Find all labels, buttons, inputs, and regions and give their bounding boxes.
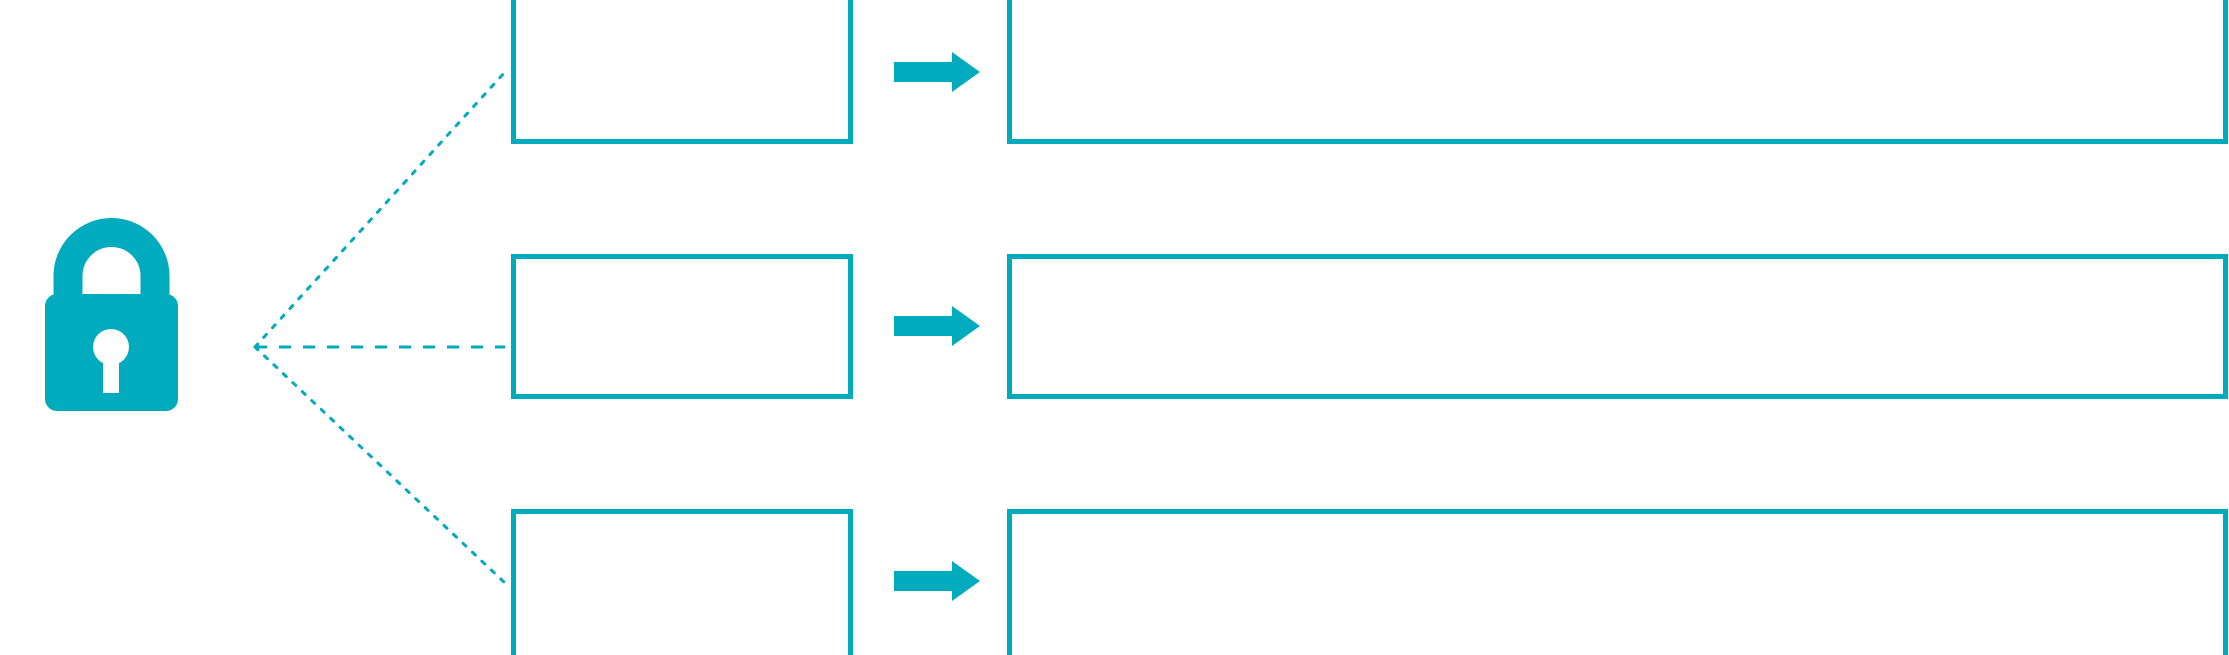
connector-group xyxy=(253,70,507,585)
cause-box-1[interactable] xyxy=(512,0,852,143)
connector-line-3 xyxy=(253,345,507,585)
row-1-graphics xyxy=(511,0,2228,144)
arrow-right-icon-2 xyxy=(894,306,980,346)
lock-icon xyxy=(45,218,178,411)
cause-box-1-outline xyxy=(511,0,853,144)
cause-box-3[interactable] xyxy=(512,510,852,655)
cause-box-2[interactable] xyxy=(512,255,852,398)
source-lock-target[interactable] xyxy=(45,217,178,411)
cause-box-2-label xyxy=(512,255,852,313)
effect-box-3-label xyxy=(1007,510,2226,568)
cause-box-1-label xyxy=(512,0,852,58)
effect-box-3-outline xyxy=(1007,509,2228,655)
connector-line-1 xyxy=(253,70,507,349)
row-2-graphics xyxy=(511,254,2228,399)
arrow-right-icon-1 xyxy=(894,52,980,92)
effect-box-1[interactable] xyxy=(1007,0,2226,143)
lock-keyhole-stem xyxy=(103,347,119,393)
effect-box-3[interactable] xyxy=(1007,510,2226,655)
cause-box-3-label xyxy=(512,510,852,568)
arrow-right-shape-3 xyxy=(894,561,980,601)
effect-box-2-outline xyxy=(1007,254,2228,399)
cause-box-3-outline xyxy=(511,509,853,655)
effect-box-2[interactable] xyxy=(1007,255,2226,398)
arrow-right-shape-2 xyxy=(894,306,980,346)
effect-box-1-label xyxy=(1007,0,2226,58)
lock-shackle xyxy=(53,218,170,320)
effect-box-2-label xyxy=(1007,255,2226,313)
effect-box-1-outline xyxy=(1007,0,2228,144)
arrow-right-shape-1 xyxy=(894,52,980,92)
row-3-graphics xyxy=(511,509,2228,655)
arrow-right-icon-3 xyxy=(894,561,980,601)
cause-box-2-outline xyxy=(511,254,853,399)
